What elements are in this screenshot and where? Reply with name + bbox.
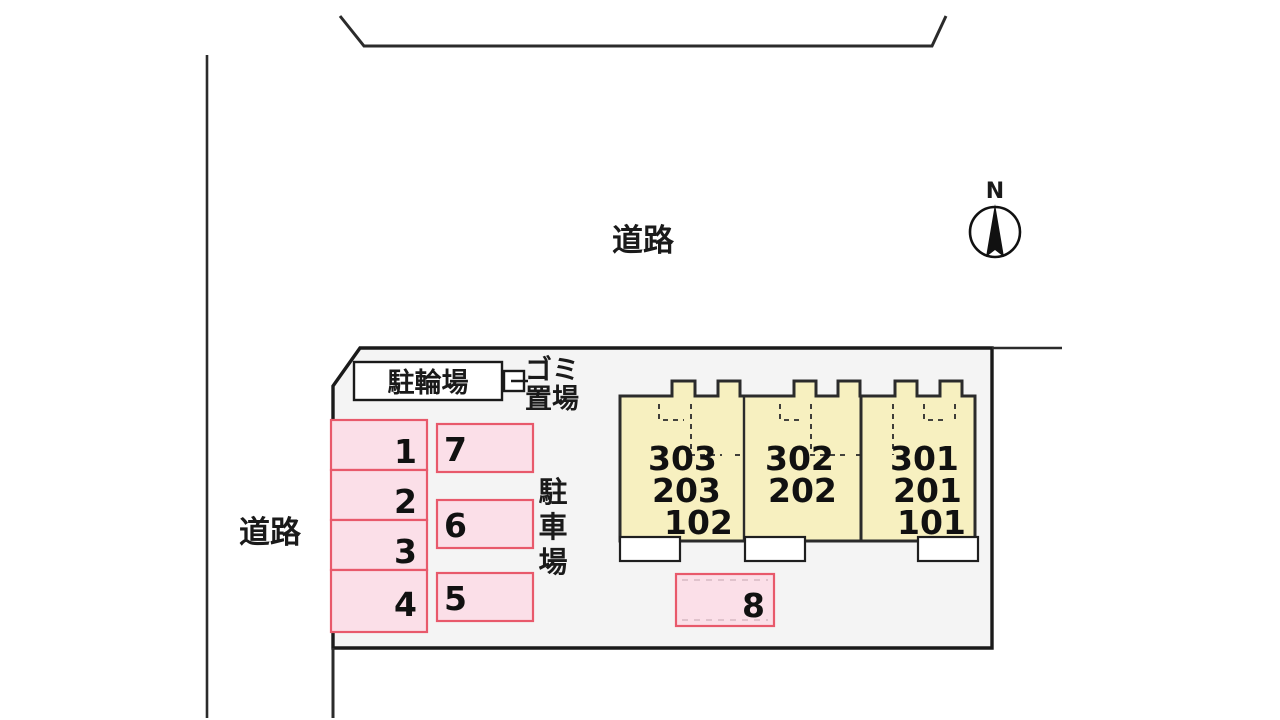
top-road-label: 道路 <box>612 223 675 259</box>
unit-label-102: 102 <box>664 503 733 542</box>
compass-needle-icon <box>986 204 1004 257</box>
top-road-boundary <box>338 15 948 48</box>
top-road-edge-line <box>338 15 948 48</box>
trash-label-line1: ゴミ <box>525 354 579 386</box>
unit-label-201: 201 <box>893 471 962 510</box>
unit-label-203: 203 <box>652 471 721 510</box>
parking-stall-5-label: 5 <box>444 579 467 618</box>
compass-rose: N <box>968 179 1022 259</box>
parking-stall-column-mid: 7 6 5 <box>435 422 535 623</box>
unit-label-101: 101 <box>897 503 966 542</box>
parking-stall-group-8: 8 <box>674 572 776 628</box>
parking-stall-6[interactable] <box>435 498 535 550</box>
compass-north-label: N <box>986 179 1004 204</box>
parking-stall-column-west: 1 2 3 4 <box>329 418 429 634</box>
parking-stall-3[interactable] <box>329 518 429 572</box>
left-road-label: 道路 <box>239 515 302 551</box>
parking-stall-8-label: 8 <box>742 586 765 625</box>
parking-stall-4[interactable] <box>329 568 429 634</box>
entrance-porch-center <box>743 535 807 563</box>
parking-stall-7-label: 7 <box>444 430 467 469</box>
parking-label-char-1: 車 <box>538 510 567 544</box>
parking-stall-2-label: 2 <box>394 482 417 521</box>
parking-stall-6-label: 6 <box>444 506 467 545</box>
unit-label-301: 301 <box>890 439 959 478</box>
parking-stall-1-label: 1 <box>394 432 417 471</box>
parking-lot-label: 駐 車 場 <box>538 475 567 579</box>
parking-label-char-0: 駐 <box>538 475 567 509</box>
trash-area[interactable]: ゴミ 置場 <box>502 354 579 415</box>
apartment-building: 303 203 102 302 202 301 201 101 <box>618 379 980 563</box>
bicycle-parking-box[interactable] <box>352 360 504 402</box>
unit-label-202: 202 <box>768 471 837 510</box>
bicycle-parking-label: 駐輪場 <box>388 367 469 399</box>
unit-label-303: 303 <box>648 439 717 478</box>
parking-stall-3-label: 3 <box>394 532 417 571</box>
building-interior-dashed-lines <box>658 404 956 456</box>
bicycle-parking-area[interactable]: 駐輪場 <box>352 360 504 402</box>
entrance-porch-east <box>916 535 980 563</box>
parking-stall-5[interactable] <box>435 571 535 623</box>
parking-stall-1[interactable] <box>329 418 429 472</box>
entrance-porch-west <box>618 535 682 563</box>
parking-label-char-2: 場 <box>538 545 567 579</box>
parking-stall-4-label: 4 <box>394 585 417 624</box>
building-footprint <box>618 379 977 543</box>
unit-label-302: 302 <box>765 439 834 478</box>
trash-label-line2: 置場 <box>525 384 579 415</box>
parking-stall-2[interactable] <box>329 468 429 522</box>
parking-stall-8[interactable] <box>674 572 776 628</box>
parking-stall-7[interactable] <box>435 422 535 474</box>
